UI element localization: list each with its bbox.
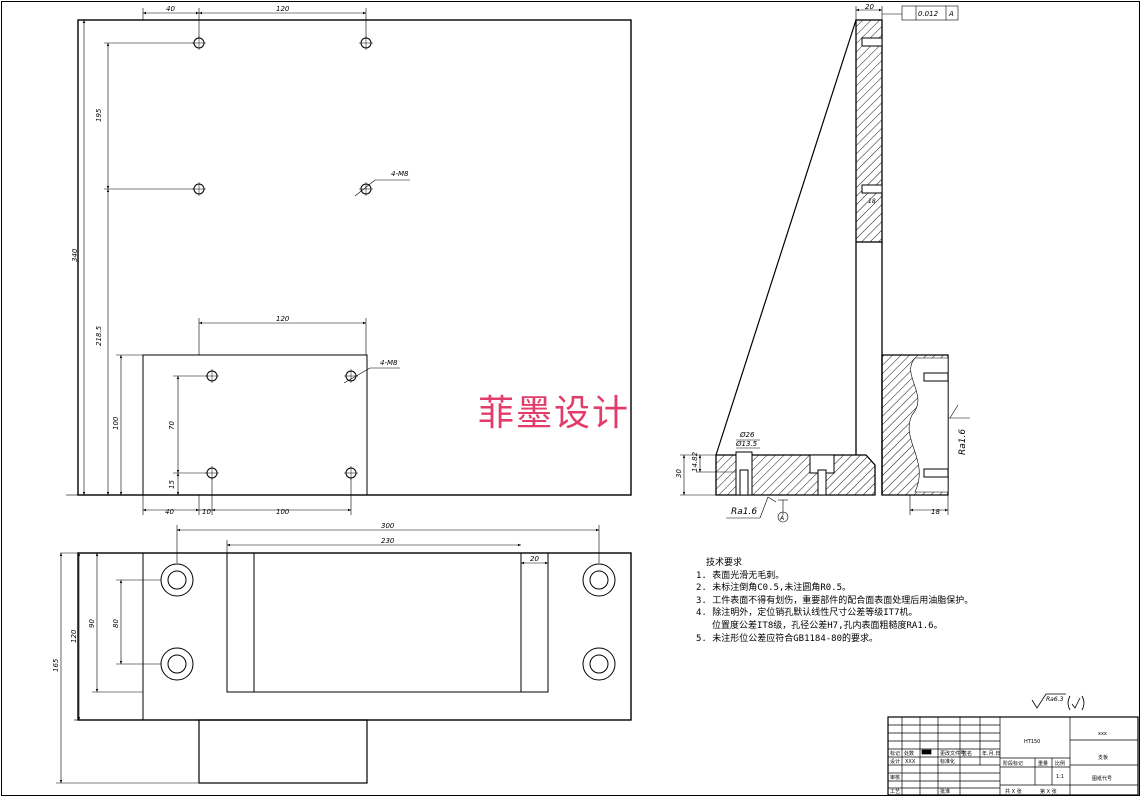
dim-165: 165 [52,658,60,672]
tb-process: 工艺 [890,789,900,795]
dim-top-120: 120 [276,5,290,13]
dim-top-40: 40 [166,5,175,13]
tb-stage: 阶段标记 [1003,760,1023,767]
side-plate-hatched [855,19,883,243]
dim-218-5: 218.5 [95,325,103,346]
tb-designer: 设计 [890,758,900,765]
dim-230: 230 [381,537,395,545]
dim-18: 18 [931,508,940,516]
cbore-tl [160,563,194,597]
dim-80: 80 [112,619,120,628]
dim-30: 30 [675,469,683,478]
dim-bot-10: 10 [202,508,211,516]
roughness-symbol [1031,693,1085,711]
hole-boss-tl [205,369,219,383]
hole-top-right [359,36,373,50]
hole-top-left [192,36,206,50]
tb-sheet2: 第 X 张 [1040,788,1057,795]
side-view [680,5,970,523]
dim-70: 70 [168,421,176,430]
dim-100: 100 [112,416,120,430]
cbore-tr [582,563,616,597]
roughness-left: Ra1.6 [731,507,757,517]
note-4b: 位置度公差IT8级，孔径公差H7,孔内表面粗糙度RA1.6。 [712,620,943,631]
front-view [66,8,632,515]
technical-requirements: 技术要求 1. 表面光滑无毛刺。 2. 未标注倒角C0.5,未注圆角R0.5。 … [696,557,973,645]
dim-side-20: 20 [865,3,874,11]
tb-weight: 重量 [1038,760,1048,767]
hole-mid-left [192,182,206,196]
tb-material: HT150 [1024,739,1040,745]
top-view [56,525,632,784]
note-2: 2. 未标注倒角C0.5,未注圆角R0.5。 [696,583,852,594]
front-view-boss [142,354,368,496]
dim-phi13-5: Ø13.5 [735,440,758,448]
cbore-bl [160,647,194,681]
dim-18b: 18 [868,198,876,205]
hole-boss-bl [205,466,219,480]
datum-label: A [779,515,784,522]
hole-boss-br [344,466,358,480]
tb-ratio: 比例 [1055,760,1065,767]
note-5: 5. 未注形位公差应符合GB1184-80的要求。 [696,633,879,644]
tb-approve: 批准 [940,788,950,795]
dim-300: 300 [381,522,395,530]
tolerance-datum: A [948,10,954,18]
tb-drawing-no: 图纸代号 [1092,775,1112,782]
roughness-right: Ra1.6 [958,429,968,455]
thread-note-b: 4-M8 [380,359,398,367]
hole-mid-right [359,182,373,196]
dim-phi26: Ø26 [739,431,755,439]
note-3: 3. 工件表面不得有划伤，重要部件的配合面表面处理后用油脂保护。 [696,595,974,606]
thread-note-a: 4-M8 [391,170,409,178]
tb-designer-name: XXX [905,759,916,765]
watermark: 菲墨设计 [478,393,631,434]
tb-review: 审核 [890,774,900,781]
tb-scale: 1:1 [1056,774,1064,780]
tb-label-date: 年.月.日 [982,750,1000,757]
tb-label-count: 处数 [904,750,914,757]
roughness-general: Ra6.3 [1046,696,1064,703]
dim-340: 340 [71,248,79,262]
tolerance-value: 0.012 [918,10,939,18]
dim-inner-120: 120 [276,315,290,323]
dim-20: 20 [530,555,539,563]
tb-label-sign: 签名 [962,750,972,757]
dim-14-82: 14.82 [691,451,699,472]
dim-bot-40: 40 [165,508,174,516]
side-rib [715,19,857,456]
note-4: 4. 除注明外，定位销孔默认线性尺寸公差等级IT7机。 [696,608,918,619]
dim-90: 90 [88,619,96,628]
note-1: 1. 表面光滑无毛刺。 [696,570,785,581]
tb-standardize: 标准化 [940,758,955,765]
tb-label-change: 更改文件号 [940,750,965,757]
tb-sheet: 共 X 张 [1005,788,1022,795]
tb-label-mark: 标记 [890,750,900,757]
dim-195: 195 [95,108,103,122]
title-block [887,716,1139,796]
dim-15: 15 [168,480,176,489]
dim-bot-100: 100 [276,508,290,516]
cbore-br [582,647,616,681]
side-foot-hatched [715,454,876,496]
tb-company: xxx [1098,731,1107,737]
dim-120: 120 [70,629,78,643]
tb-part-name: 支板 [1098,754,1108,761]
notes-title: 技术要求 [706,558,743,568]
